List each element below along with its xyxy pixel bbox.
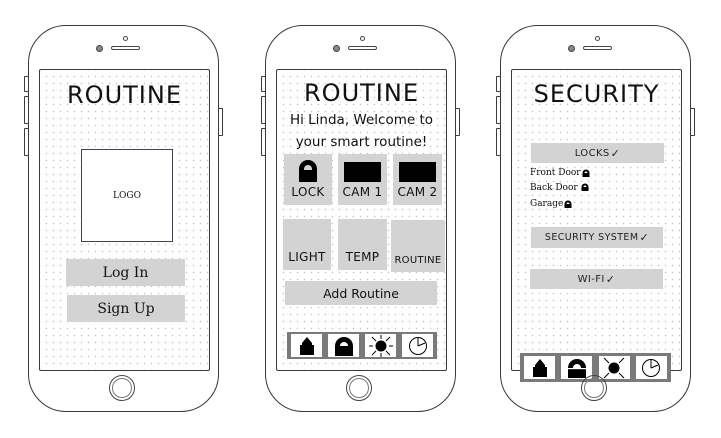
home-icon (299, 336, 314, 355)
tab-bar (287, 332, 437, 359)
speaker-grille (348, 46, 377, 50)
logo-placeholder: LOGO (81, 149, 173, 242)
signup-button-label: Sign Up (97, 300, 155, 317)
tile-label: TEMP (345, 250, 380, 264)
tile-temp[interactable]: TEMP (338, 219, 387, 270)
screen-login: ROUTINE LOGO Log In Sign Up (39, 69, 210, 371)
lock-item-front-door[interactable]: Front Door (530, 168, 590, 178)
phone-home: ROUTINE Hi Linda, Welcome to your smart … (261, 25, 460, 412)
sensor-dot (595, 36, 600, 41)
tab-lock[interactable] (328, 334, 359, 357)
locks-label: LOCKS (574, 147, 610, 159)
screen-security: SECURITY LOCKS✓ Front Door Back Door Gar… (511, 69, 682, 382)
tab-schedule[interactable] (635, 356, 667, 379)
mute-switch (261, 76, 266, 92)
sun-icon (603, 357, 625, 378)
volume-up-button (261, 96, 266, 124)
tab-light[interactable] (598, 356, 630, 379)
tile-lock[interactable]: LOCK (284, 154, 332, 205)
volume-down-button (24, 128, 29, 156)
add-routine-label: Add Routine (323, 285, 399, 301)
tab-light[interactable] (365, 334, 396, 357)
tab-bar (520, 353, 671, 382)
volume-up-button (24, 96, 29, 124)
tile-label: CAM 2 (397, 185, 438, 199)
home-button[interactable] (346, 375, 372, 401)
locks-section-button[interactable]: LOCKS✓ (531, 143, 664, 163)
welcome-line-2: your smart routine! (295, 134, 428, 150)
mute-switch (496, 76, 501, 92)
tile-routine[interactable]: ROUTINE (391, 220, 445, 272)
tab-lock[interactable] (561, 356, 593, 379)
tile-label: ROUTINE (394, 255, 442, 266)
logo-label: LOGO (113, 190, 141, 201)
lock-item-label: Garage (530, 199, 564, 209)
tile-label: CAM 1 (342, 185, 383, 199)
lock-icon (581, 183, 589, 191)
lock-icon (567, 358, 586, 378)
welcome-line-1: Hi Linda, Welcome to (289, 112, 434, 128)
lock-icon (564, 200, 572, 208)
lock-item-label: Back Door (530, 183, 578, 193)
tab-schedule[interactable] (402, 334, 433, 357)
camera-feed-icon (344, 162, 381, 182)
security-system-section-button[interactable]: SECURITY SYSTEM✓ (531, 227, 663, 248)
lock-item-label: Front Door (530, 168, 581, 178)
tile-cam-1[interactable]: CAM 1 (338, 154, 387, 205)
signup-button[interactable]: Sign Up (67, 295, 185, 322)
lock-icon (334, 336, 353, 356)
page-title: SECURITY (533, 80, 660, 108)
add-routine-button[interactable]: Add Routine (285, 281, 437, 305)
check-icon: ✓ (605, 272, 616, 286)
wifi-label: WI-FI (577, 273, 605, 285)
check-icon: ✓ (639, 231, 650, 244)
phone-login: ROUTINE LOGO Log In Sign Up (24, 25, 223, 412)
home-icon (532, 358, 547, 377)
sensor-dot (360, 36, 365, 41)
clock-icon (408, 336, 427, 355)
tile-label: LOCK (291, 185, 325, 199)
login-button-label: Log In (102, 264, 149, 281)
sensor-dot (123, 36, 128, 41)
power-button (690, 108, 695, 136)
volume-up-button (496, 96, 501, 124)
speaker-grille (111, 46, 140, 50)
page-title: ROUTINE (304, 79, 419, 107)
power-button (218, 108, 223, 136)
login-button[interactable]: Log In (66, 259, 185, 286)
power-button (455, 108, 460, 136)
tile-cam-2[interactable]: CAM 2 (393, 154, 442, 205)
tile-label: LIGHT (288, 250, 326, 264)
volume-down-button (261, 128, 266, 156)
wifi-section-button[interactable]: WI-FI✓ (530, 269, 663, 289)
front-camera-icon (568, 45, 575, 52)
lock-icon (299, 160, 317, 182)
screen-home: ROUTINE Hi Linda, Welcome to your smart … (276, 69, 447, 371)
page-title: ROUTINE (67, 81, 182, 109)
tile-light[interactable]: LIGHT (283, 219, 331, 270)
tab-home[interactable] (291, 334, 322, 357)
phone-security: SECURITY LOCKS✓ Front Door Back Door Gar… (496, 25, 695, 412)
security-system-label: SECURITY SYSTEM (544, 232, 639, 243)
camera-feed-icon (399, 162, 436, 182)
home-button[interactable] (109, 375, 135, 401)
lock-item-back-door[interactable]: Back Door (530, 183, 589, 193)
home-button[interactable] (581, 375, 607, 401)
lock-icon (582, 169, 590, 177)
tab-home[interactable] (524, 356, 555, 379)
lock-item-garage[interactable]: Garage (530, 199, 572, 209)
front-camera-icon (96, 45, 103, 52)
volume-down-button (496, 128, 501, 156)
check-icon: ✓ (610, 146, 621, 160)
front-camera-icon (333, 45, 340, 52)
speaker-grille (583, 46, 612, 50)
sun-icon (368, 334, 393, 357)
mute-switch (24, 76, 29, 92)
clock-icon (642, 358, 661, 377)
